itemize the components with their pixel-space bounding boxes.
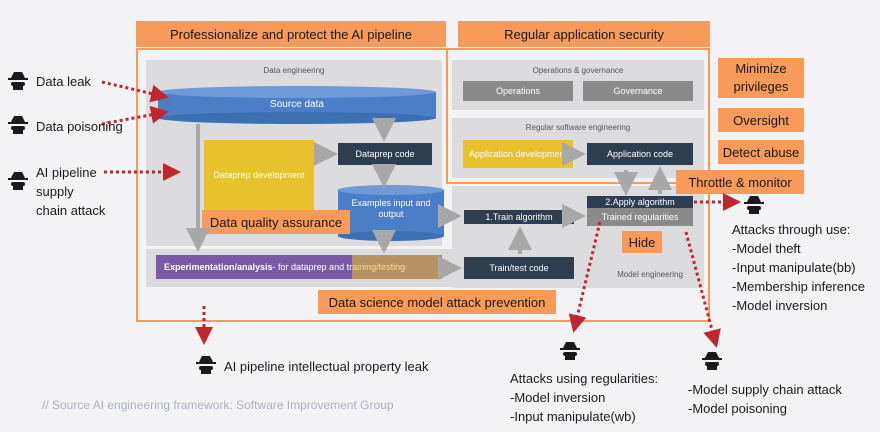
hacker-icon bbox=[560, 342, 580, 360]
minimize-privileges-label: Minimize privileges bbox=[718, 58, 804, 98]
hacker-icon bbox=[744, 196, 764, 214]
ops-governance-label: Operations & governance bbox=[532, 66, 624, 75]
train-test-code-box: Train/test code bbox=[464, 257, 574, 279]
governance-box: Governance bbox=[583, 81, 693, 101]
apply-algorithm-box: 2.Apply algorithm bbox=[587, 196, 693, 208]
app-development-box: Application development bbox=[463, 140, 573, 168]
attacks-regularities: Attacks using regularities: -Model inver… bbox=[510, 369, 658, 426]
attack-item: -Input manipulate(bb) bbox=[732, 260, 856, 275]
dataprep-development-text: Dataprep development bbox=[213, 170, 305, 180]
regular-sw-eng-label: Regular software engineering bbox=[525, 123, 631, 132]
oversight-label: Oversight bbox=[718, 108, 804, 132]
hacker-icon bbox=[702, 352, 722, 370]
attack-item: -Model theft bbox=[732, 241, 801, 256]
hacker-icon bbox=[8, 172, 28, 190]
app-development-text: Application development bbox=[468, 148, 568, 159]
operations-box: Operations bbox=[463, 81, 573, 101]
app-code-box: Application code bbox=[587, 143, 693, 165]
data-engineering-label: Data engineering bbox=[263, 66, 325, 75]
hacker-icon bbox=[196, 356, 216, 374]
attacks-through-use: Attacks through use: -Model theft -Input… bbox=[732, 220, 865, 315]
data-quality-label: Data quality assurance bbox=[202, 210, 350, 234]
supply-chain-attacks: -Model supply chain attack -Model poison… bbox=[688, 380, 842, 418]
experimentation-bold: Experimentation/analysis bbox=[164, 262, 273, 272]
dataprep-code-box: Dataprep code bbox=[338, 143, 432, 165]
hacker-icon bbox=[8, 116, 28, 134]
ip-leak-label: AI pipeline intellectual property leak bbox=[224, 359, 429, 374]
hide-label: Hide bbox=[622, 231, 662, 253]
model-attack-prevention-label: Data science model attack prevention bbox=[318, 290, 556, 314]
attacks-regularities-title: Attacks using regularities: bbox=[510, 371, 659, 386]
hacker-icon bbox=[8, 72, 28, 90]
professionalize-label: Professionalize and protect the AI pipel… bbox=[136, 21, 446, 47]
trained-regularities-box: Trained regularities bbox=[587, 208, 693, 226]
model-engineering-label: Model engineering bbox=[617, 270, 683, 279]
attacks-through-use-title: Attacks through use: bbox=[732, 222, 851, 237]
detect-abuse-label: Detect abuse bbox=[718, 140, 804, 164]
source-data-label: Source data bbox=[270, 99, 324, 110]
threat-data-leak: Data leak bbox=[36, 74, 91, 89]
dataprep-development-box: Dataprep development bbox=[204, 140, 314, 210]
attack-item: -Input manipulate(wb) bbox=[510, 409, 636, 424]
train-algorithm-box: 1.Train algorithm bbox=[464, 210, 574, 224]
app-security-frame bbox=[446, 48, 710, 184]
threat-data-poisoning: Data poisoning bbox=[36, 119, 123, 134]
regular-security-label: Regular application security bbox=[458, 21, 710, 47]
examples-io-label: Examples input and output bbox=[351, 198, 431, 219]
attack-item: -Membership inference bbox=[732, 279, 865, 294]
experimentation-yellow bbox=[352, 255, 442, 279]
experimentation-rest: - for dataprep and training/testing bbox=[272, 262, 406, 272]
source-note: // Source AI engineering framework: Soft… bbox=[42, 398, 394, 412]
attack-item: -Model supply chain attack bbox=[688, 382, 842, 397]
attack-item: -Model poisoning bbox=[688, 401, 788, 416]
attack-item: -Model inversion bbox=[732, 298, 828, 313]
threat-supply-chain: AI pipeline supply chain attack bbox=[36, 165, 106, 218]
throttle-monitor-label: Throttle & monitor bbox=[676, 170, 804, 194]
attack-item: -Model inversion bbox=[510, 390, 606, 405]
